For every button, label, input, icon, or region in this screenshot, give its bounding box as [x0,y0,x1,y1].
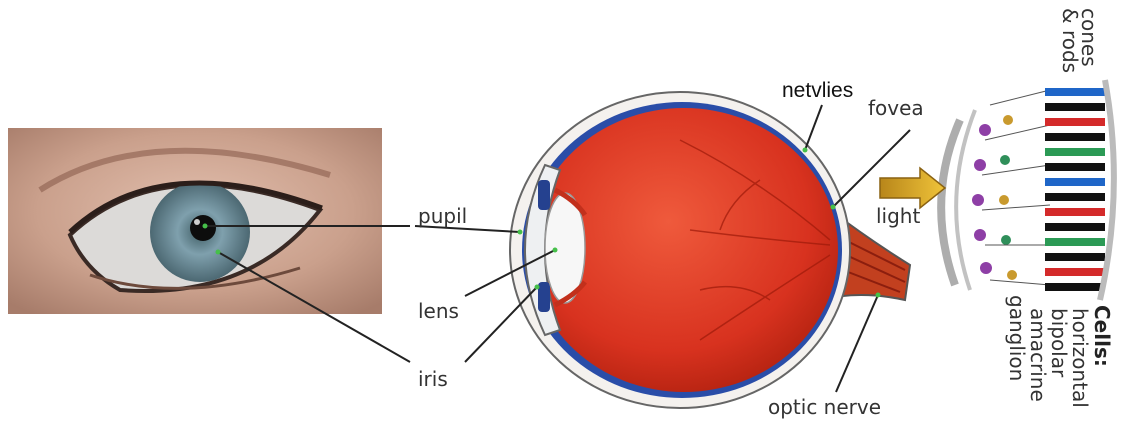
label-ganglion: ganglion [1005,295,1029,381]
eye-photo [8,128,382,314]
light-arrow-shape [880,168,945,208]
label-iris: iris [418,367,448,391]
leader-iris [465,287,537,362]
label-lens: lens [418,299,459,323]
label-netvlies: netvlies [782,79,853,102]
leader-optic-nerve [836,295,878,392]
pupil-highlight [194,219,200,225]
label-cells-heading: Cells: [1090,305,1114,367]
pupil-photo [190,215,216,241]
label-fovea: fovea [868,96,924,120]
iris-upper [538,180,550,210]
cell-connections [982,90,1050,285]
label-optic-nerve: optic nerve [768,395,881,419]
label-rods: & rods [1058,8,1082,73]
rods-and-cones [1045,88,1105,291]
bipolar-cells [999,115,1017,280]
iris-lower [538,282,550,312]
leader-netvlies [805,105,822,150]
label-light: light [876,204,920,228]
light-arrow [880,168,945,208]
ganglion-cells [972,124,992,274]
retina-cells [941,80,1114,300]
pigment-epithelium [1100,80,1114,300]
label-pupil: pupil [418,204,467,228]
